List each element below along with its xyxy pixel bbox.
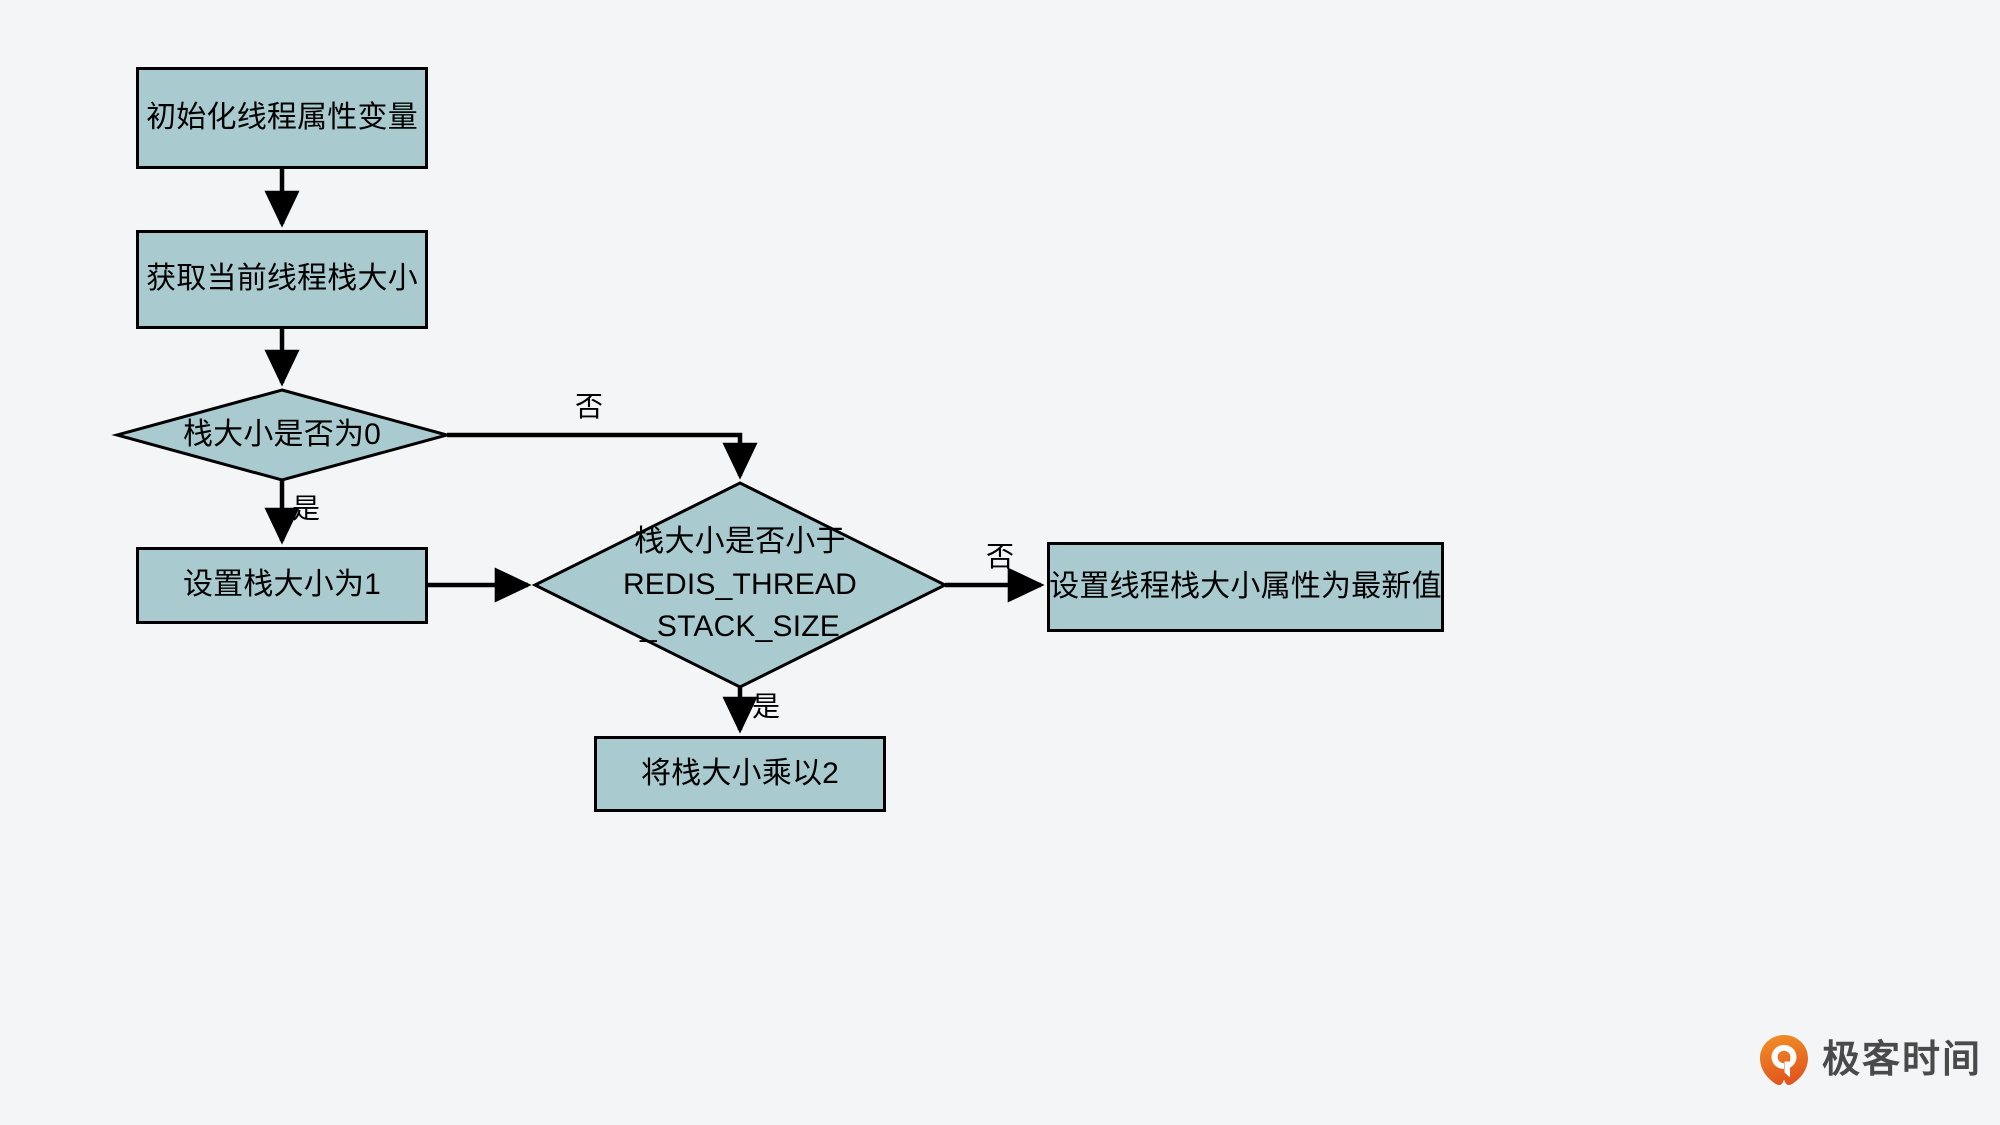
node-set-stack-one[interactable] bbox=[136, 547, 428, 624]
watermark-logo: 极客时间 bbox=[1757, 1033, 1982, 1087]
node-is-less-than-redis-thread-stack-size[interactable] bbox=[531, 481, 949, 689]
node-double-stack-size[interactable] bbox=[594, 736, 886, 812]
edge-zerocheck-no-to-sizecheck bbox=[447, 432, 758, 480]
node-get-stack-size[interactable] bbox=[136, 230, 428, 329]
watermark-text: 极客时间 bbox=[1822, 1039, 1983, 1081]
geektime-mark-icon bbox=[1757, 1033, 1811, 1087]
node-set-attr-latest[interactable] bbox=[1047, 542, 1444, 632]
node-is-stack-zero[interactable] bbox=[111, 388, 453, 482]
node-init-attr[interactable] bbox=[136, 67, 428, 169]
